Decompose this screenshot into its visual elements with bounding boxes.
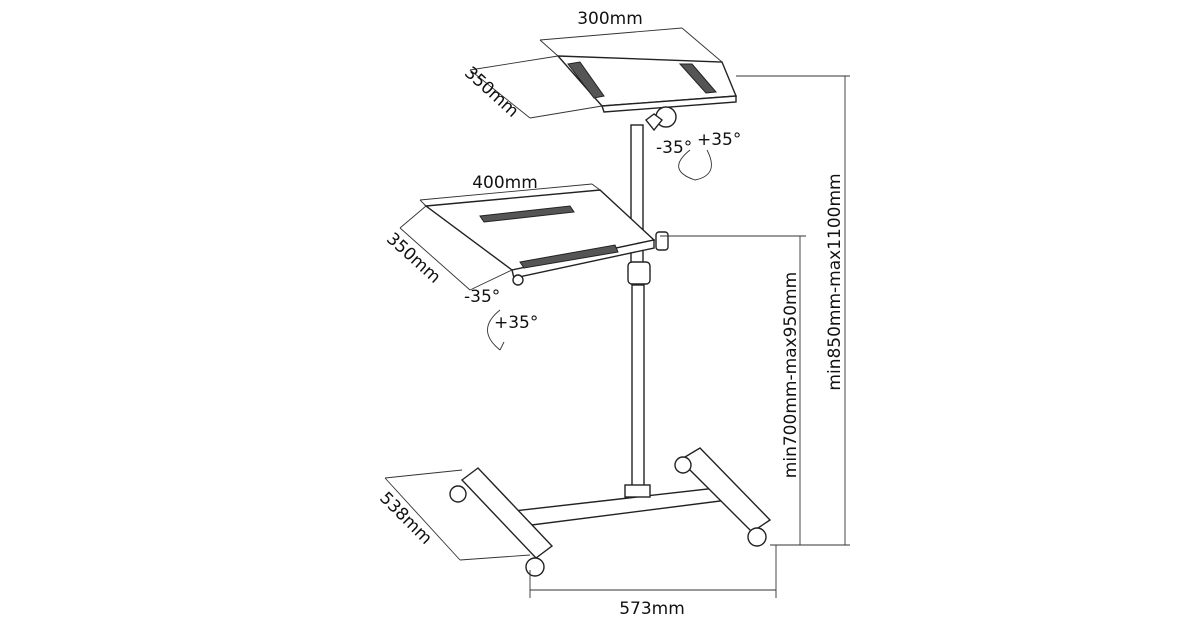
lower-tray-tilt-plus: +35° xyxy=(494,313,538,333)
top-tray-dimensions xyxy=(469,27,723,181)
base xyxy=(449,447,772,577)
height-dimensions xyxy=(660,75,850,546)
base-dimensions xyxy=(384,469,777,598)
top-tray-width-label: 300mm xyxy=(577,9,643,29)
lower-tray-dimensions xyxy=(399,183,601,291)
lower-tray-depth-label: 350mm xyxy=(382,229,444,288)
lower-tray-height-label: min700mm-max950mm xyxy=(781,272,801,478)
base-width-label: 573mm xyxy=(619,599,685,619)
top-tray-height-label: min850mm-max1100mm xyxy=(825,173,845,390)
base-depth-label: 538mm xyxy=(375,488,436,549)
lower-tray-width-label: 400mm xyxy=(472,173,538,193)
lower-tray-tilt-minus: -35° xyxy=(464,287,500,307)
top-tray-depth-label: 350mm xyxy=(460,63,522,122)
top-tray-tilt-minus: -35° xyxy=(656,138,692,158)
top-tray xyxy=(556,55,738,132)
top-tray-tilt-plus: +35° xyxy=(697,130,741,150)
lower-tray xyxy=(424,189,669,351)
pole xyxy=(630,124,645,496)
